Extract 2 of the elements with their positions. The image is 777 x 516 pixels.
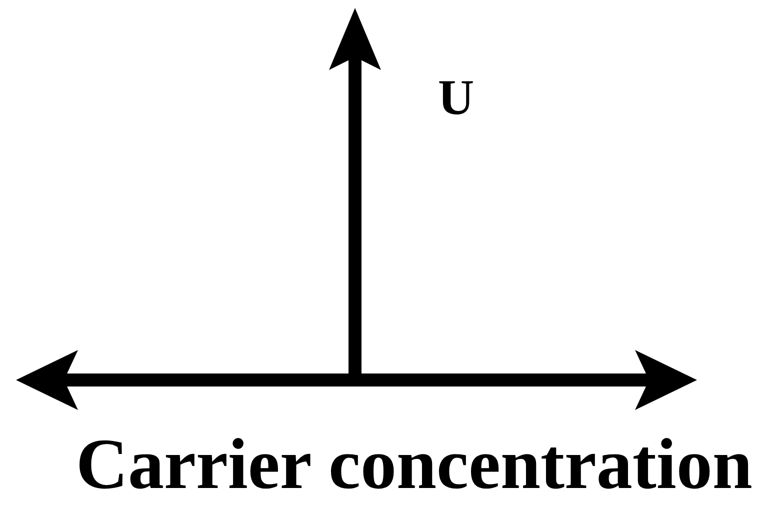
axis-label: U bbox=[438, 72, 474, 122]
axis-label: Carrier concentration bbox=[76, 428, 752, 500]
